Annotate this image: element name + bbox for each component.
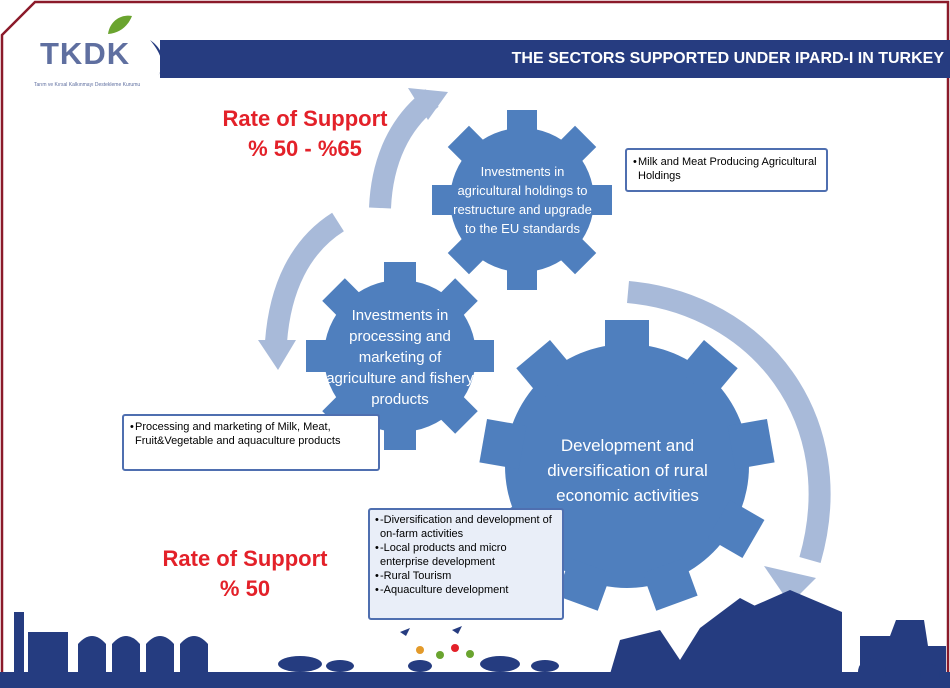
gear-label-holdings-text: Investments in agricultural holdings to … [453, 164, 592, 236]
list-item: -Rural Tourism [375, 569, 557, 583]
rate-bottom-label: Rate of Support [162, 546, 328, 571]
sheep-icon [408, 660, 432, 672]
gear-label-processing: Investments in processing and marketing … [325, 292, 475, 422]
gear-label-rural-text: Development and diversification of rural… [547, 435, 708, 505]
house-icon [740, 590, 842, 674]
flowers-decoration [400, 626, 474, 659]
gear-label-rural: Development and diversification of rural… [530, 420, 725, 520]
rate-bottom-value: % 50 [219, 576, 271, 601]
page-title: THE SECTORS SUPPORTED UNDER IPARD-I IN T… [511, 50, 944, 67]
arrow-left-head [258, 340, 296, 370]
list-item: -Local products and micro enterprise dev… [375, 541, 557, 569]
logo: TKDK [40, 36, 131, 71]
arrow-right [626, 281, 831, 564]
arrow-left [265, 212, 345, 343]
rate-top-value: % 50 - %65 [248, 136, 362, 161]
rate-of-support-bottom: Rate of Support % 50 [140, 544, 350, 604]
rate-of-support-top: Rate of Support % 50 - %65 [200, 104, 410, 164]
holdings-sectors-box: Milk and Meat Producing Agricultural Hol… [625, 148, 828, 192]
processing-sectors-box: Processing and marketing of Milk, Meat, … [122, 414, 380, 471]
gear-label-holdings: Investments in agricultural holdings to … [450, 135, 595, 265]
rate-top-label: Rate of Support [222, 106, 388, 131]
arrow-right-head [764, 566, 816, 604]
logo-subtitle: Tarım ve Kırsal Kalkınmayı Destekleme Ku… [34, 82, 141, 88]
leaf-icon [108, 15, 132, 34]
rural-sectors-box: -Diversification and development of on-f… [368, 508, 564, 620]
list-item: Milk and Meat Producing Agricultural Hol… [633, 155, 820, 183]
arrow-top-head [408, 88, 448, 120]
swoosh-icon [150, 40, 164, 76]
gear-label-processing-text: Investments in processing and marketing … [326, 306, 474, 408]
gear-processing-marketing [306, 262, 494, 450]
ground-band [0, 672, 950, 688]
header-bar [160, 40, 950, 78]
list-item: -Aquaculture development [375, 583, 557, 597]
list-item: -Diversification and development of on-f… [375, 513, 557, 541]
tractor-icon [860, 620, 946, 674]
cow-icon [278, 656, 322, 672]
list-item: Processing and marketing of Milk, Meat, … [130, 420, 372, 448]
farm-silhouette-band [0, 590, 950, 688]
